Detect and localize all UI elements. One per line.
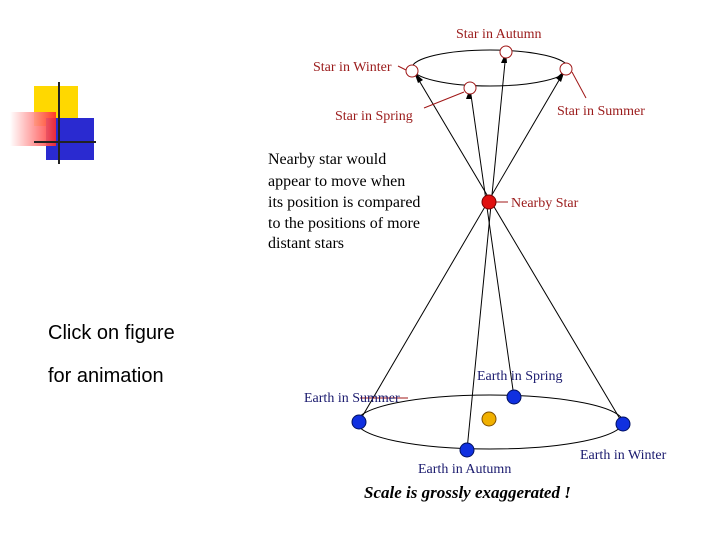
sun — [481, 411, 497, 427]
earth-summer — [351, 414, 367, 430]
sight-lines — [358, 51, 624, 451]
star-summer-marker — [559, 62, 573, 76]
label-star-autumn: Star in Autumn — [456, 27, 542, 42]
label-earth-summer: Earth in Summer — [304, 391, 400, 406]
distant-stars — [405, 45, 573, 95]
distant-star-orbit — [411, 49, 569, 87]
star-spring-marker — [463, 81, 477, 95]
deco-vertical-line — [58, 82, 60, 164]
earth-winter — [615, 416, 631, 432]
leader-winter — [397, 65, 407, 71]
label-star-summer: Star in Summer — [557, 104, 645, 119]
caption-line-1: Click on figure — [48, 322, 175, 344]
leader-summer — [571, 71, 587, 99]
star-winter-marker — [405, 64, 419, 78]
note-line-3: its position is compared — [268, 194, 420, 211]
scale-note: Scale is grossly exaggerated ! — [364, 483, 571, 502]
label-star-winter: Star in Winter — [313, 60, 392, 75]
caption[interactable]: Click on figure for animation — [48, 312, 175, 398]
label-earth-autumn: Earth in Autumn — [418, 462, 511, 477]
label-leaders — [360, 65, 587, 399]
deco-red-square — [10, 112, 56, 146]
note-line-2: appear to move when — [268, 173, 405, 190]
label-star-spring: Star in Spring — [335, 109, 413, 124]
deco-horizontal-line — [34, 141, 96, 143]
sight-line-autumn — [466, 51, 507, 451]
note-line-1: Nearby star would — [268, 151, 386, 168]
earth-positions — [351, 389, 631, 458]
sight-line-summer — [358, 69, 566, 423]
star-autumn-marker — [499, 45, 513, 59]
caption-line-2: for animation — [48, 365, 164, 387]
note-line-5: distant stars — [268, 235, 344, 252]
sight-line-winter — [413, 71, 624, 425]
label-earth-spring: Earth in Spring — [477, 369, 563, 384]
leader-spring — [423, 91, 465, 109]
parallax-note: Nearby star would appear to move when it… — [268, 151, 420, 252]
nearby-star — [481, 194, 497, 210]
label-earth-winter: Earth in Winter — [580, 448, 667, 463]
label-nearby-star: Nearby Star — [511, 196, 579, 211]
sight-line-spring — [469, 87, 515, 398]
earth-spring — [506, 389, 522, 405]
earth-autumn — [459, 442, 475, 458]
arrowheads — [414, 52, 565, 99]
note-line-4: to the positions of more — [268, 215, 420, 232]
